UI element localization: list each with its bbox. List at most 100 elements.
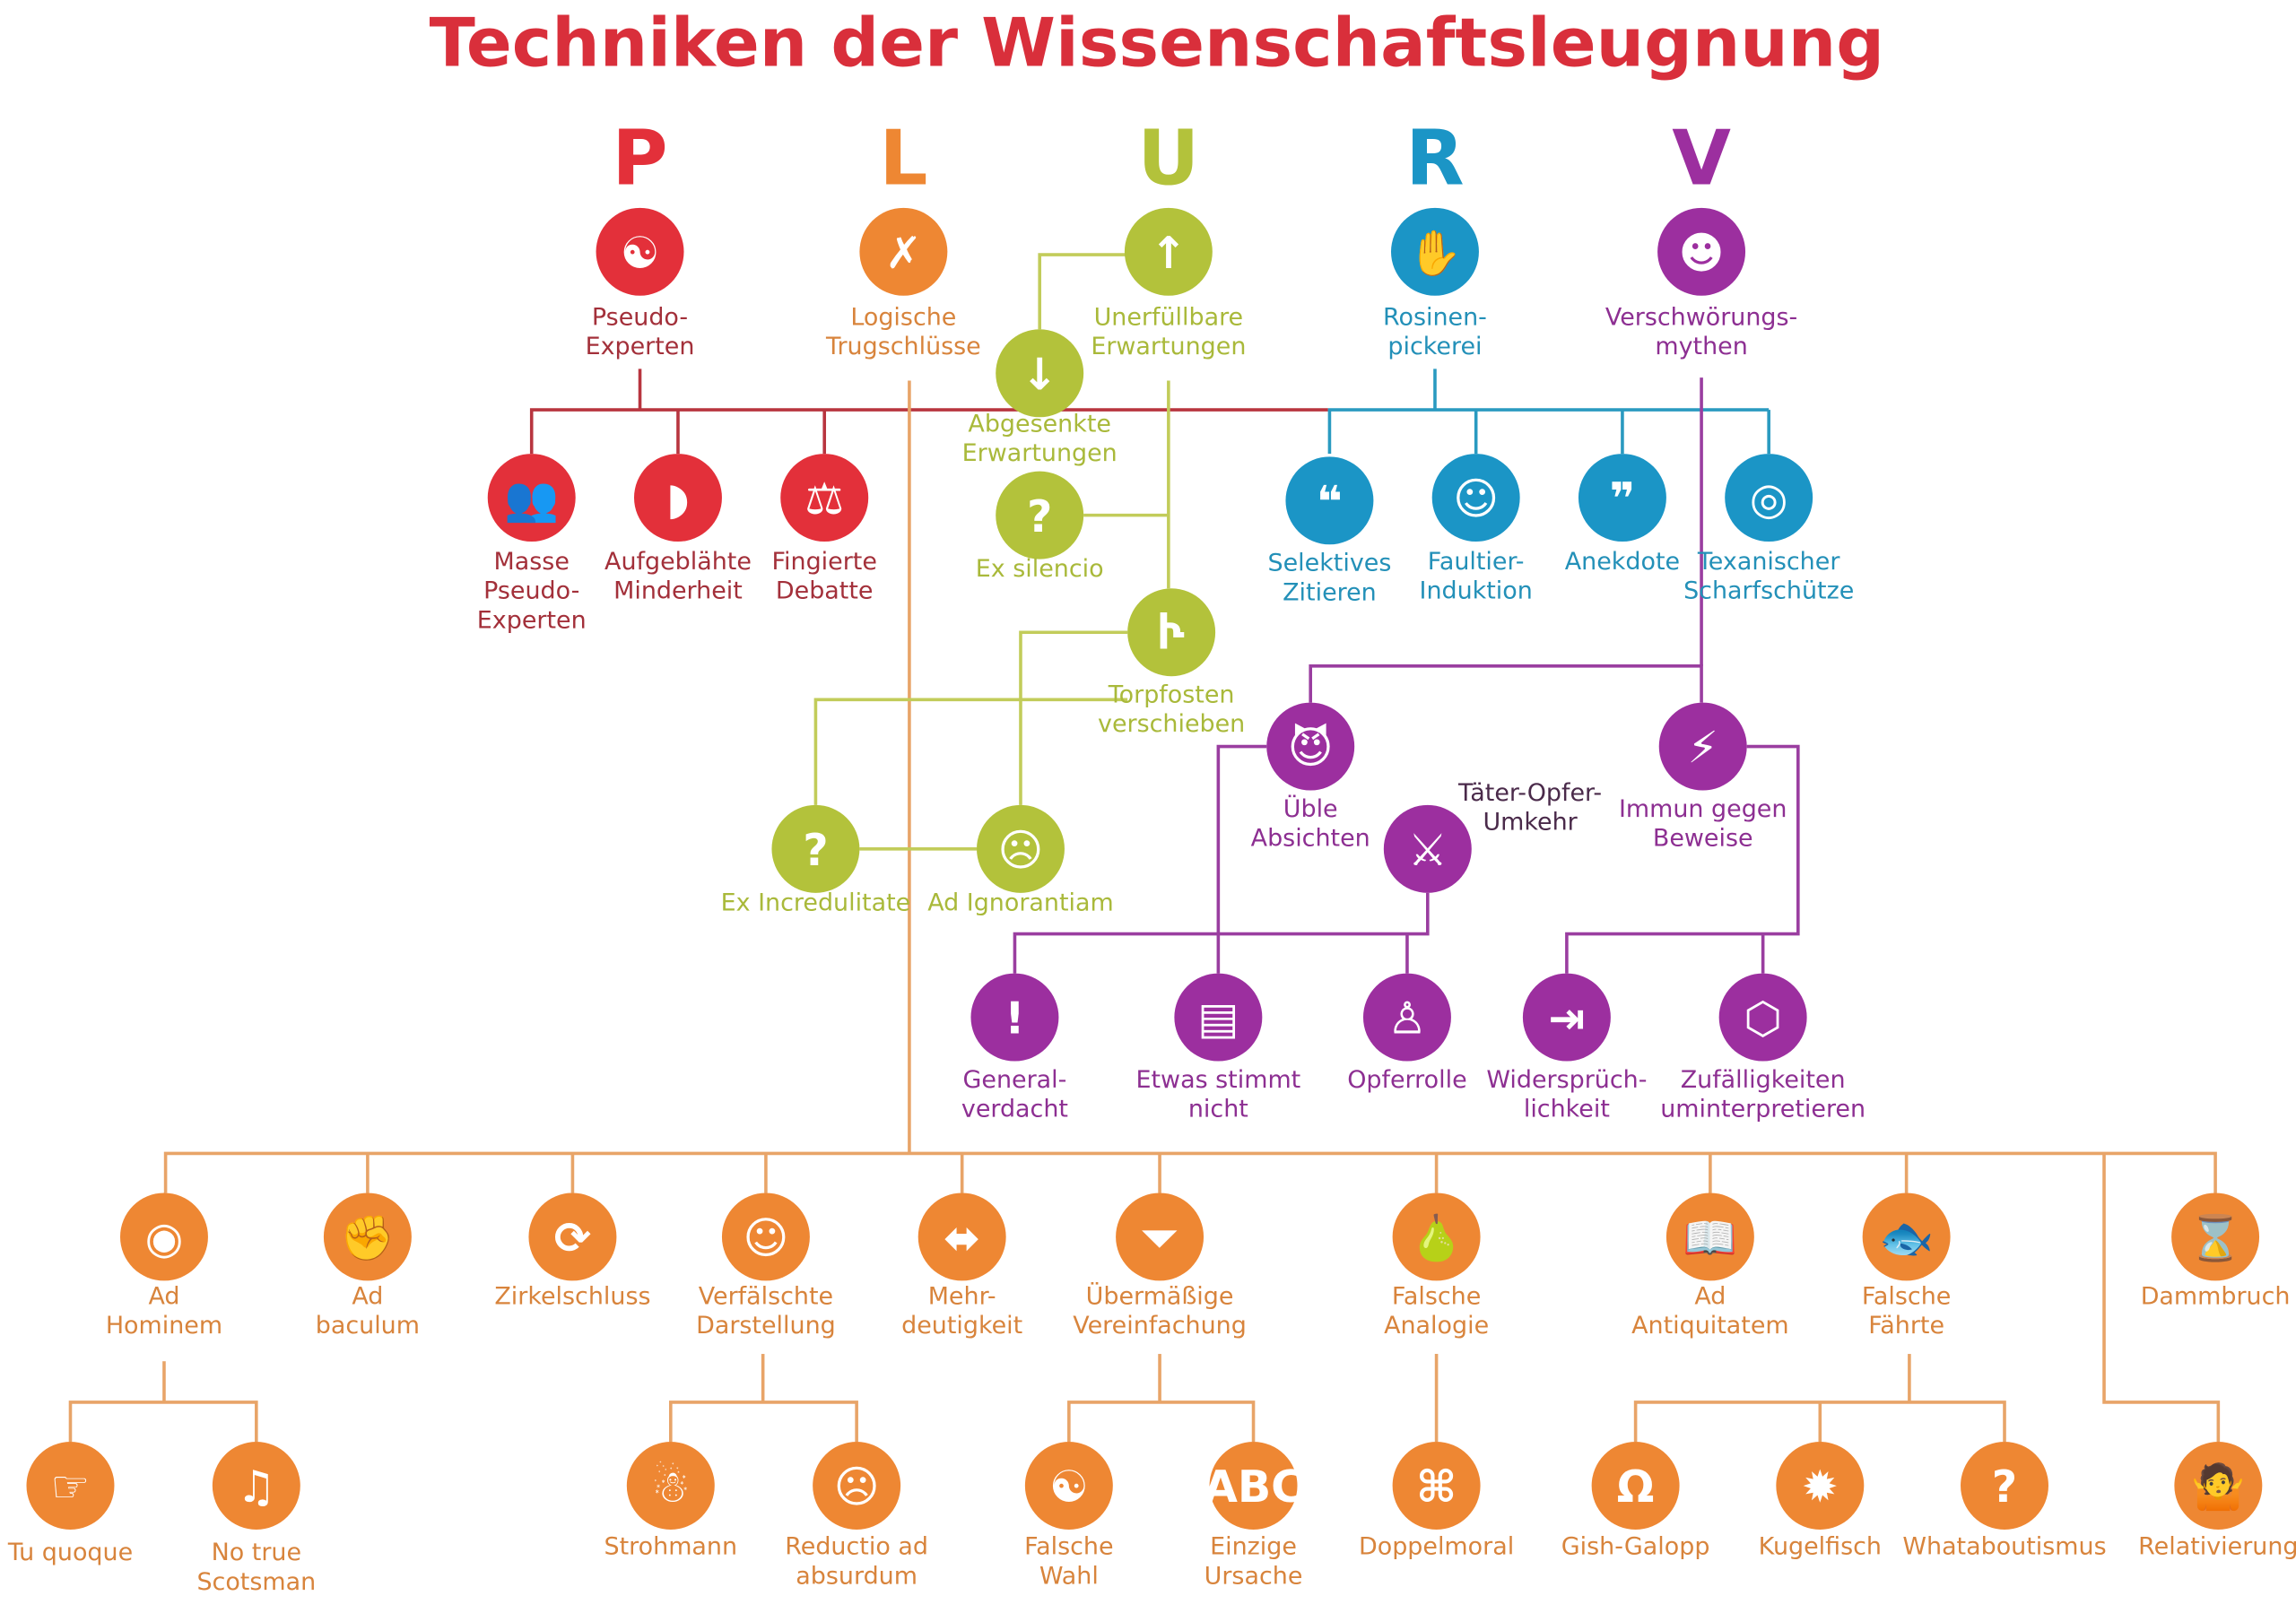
node-label: Gish-Galopp — [1561, 1533, 1710, 1561]
node-stroh[interactable]: ☃Strohmann — [604, 1441, 738, 1561]
node-circle — [970, 973, 1059, 1062]
node-circle — [1285, 456, 1374, 545]
sloth-icon: ☺ — [1453, 473, 1499, 525]
label-line: Täter-Opfer- — [1457, 779, 1602, 807]
node-circle — [1174, 973, 1263, 1062]
connector-verf-children — [669, 1401, 858, 1442]
node-circle — [1127, 588, 1216, 677]
shield-lightning-icon: ⚡ — [1688, 723, 1718, 774]
node-circle — [596, 207, 684, 296]
node-label: Anekdote — [1565, 548, 1680, 576]
label-line: No true — [212, 1539, 301, 1566]
target-painter-icon: ◎ — [1750, 473, 1788, 525]
connector-orange-bus — [163, 1151, 2217, 1193]
label-line: Rosinen- — [1383, 303, 1487, 331]
label-line: Ad — [148, 1283, 179, 1311]
label-line: Umkehr — [1483, 809, 1578, 837]
node-label: Strohmann — [604, 1533, 738, 1561]
node-circle — [1658, 702, 1747, 791]
node-general[interactable]: !General-verdacht — [961, 973, 1068, 1123]
node-whatab[interactable]: ?Whataboutismus — [1902, 1441, 2107, 1561]
node-anekdote[interactable]: ❞Anekdote — [1565, 454, 1680, 576]
node-label: Zirkelschluss — [494, 1283, 650, 1311]
label-line: Ex silencio — [976, 555, 1104, 583]
circular-question-icon: ? — [1992, 1461, 2017, 1513]
node-circle — [1392, 1192, 1481, 1281]
label-line: Kugelfisch — [1759, 1533, 1882, 1561]
node-widerspr[interactable]: ⇥Widersprüch-lichkeit — [1486, 973, 1647, 1123]
node-circle — [918, 1192, 1006, 1281]
node-label: Doppelmoral — [1359, 1533, 1514, 1561]
node-label: Relativierung — [2138, 1533, 2296, 1561]
connected-dots-icon: ⬡ — [1744, 993, 1782, 1045]
label-line: Minderheit — [613, 577, 743, 605]
node-circle — [996, 471, 1084, 559]
node-rosinen[interactable]: ✋Rosinen-pickerei — [1383, 207, 1487, 360]
node-taeter[interactable]: ⚔Täter-Opfer-Umkehr — [1383, 779, 1602, 893]
node-adign[interactable]: ☹Ad Ignorantiam — [927, 804, 1114, 917]
label-line: verdacht — [961, 1096, 1068, 1123]
node-exincr[interactable]: ?Ex Incredulitate — [721, 804, 911, 917]
node-opfer[interactable]: ♙Opferrolle — [1347, 973, 1467, 1094]
target-head-icon: ◉ — [145, 1213, 184, 1264]
label-line: nicht — [1188, 1096, 1248, 1123]
label-line: Pseudo- — [483, 577, 579, 605]
node-mehrdeut[interactable]: ⬌Mehr-deutigkeit — [901, 1192, 1022, 1340]
node-label: Opferrolle — [1347, 1066, 1466, 1094]
node-versch[interactable]: ☻Verschwörungs-mythen — [1605, 207, 1797, 360]
category-letter-U: U — [1137, 115, 1199, 204]
node-label: Tu quoque — [7, 1539, 133, 1566]
red-herring-icon: 🐟 — [1879, 1213, 1934, 1264]
connector-red-bus — [529, 408, 1328, 455]
label-line: Scotsman — [196, 1568, 316, 1596]
node-damm[interactable]: ⌛Dammbruch — [2141, 1192, 2291, 1311]
arrows-converge-icon: ⇥ — [1548, 993, 1585, 1045]
node-relativ[interactable]: 🤷Relativierung — [2138, 1441, 2296, 1561]
head-lightning-icon: ☻ — [1679, 228, 1725, 279]
category-letter-P: P — [612, 115, 667, 204]
node-pseudo[interactable]: ☯Pseudo-Experten — [586, 207, 695, 360]
node-tuquoque[interactable]: ☞Tu quoque — [7, 1441, 133, 1566]
label-line: verschieben — [1098, 710, 1245, 738]
pufferfish-icon: ✹ — [1802, 1461, 1839, 1513]
node-exsil[interactable]: ?Ex silencio — [976, 471, 1104, 584]
node-zirkel[interactable]: ⟳Zirkelschluss — [494, 1192, 651, 1311]
node-faultier[interactable]: ☺Faultier-Induktion — [1420, 454, 1533, 605]
node-label: Rosinen-pickerei — [1383, 303, 1487, 360]
node-circle — [1024, 1441, 1113, 1530]
node-doppel[interactable]: ⌘Doppelmoral — [1359, 1441, 1514, 1561]
node-kugel[interactable]: ✹ Kugelfisch — [1759, 1441, 1882, 1561]
connector-adhom-children — [68, 1401, 258, 1442]
